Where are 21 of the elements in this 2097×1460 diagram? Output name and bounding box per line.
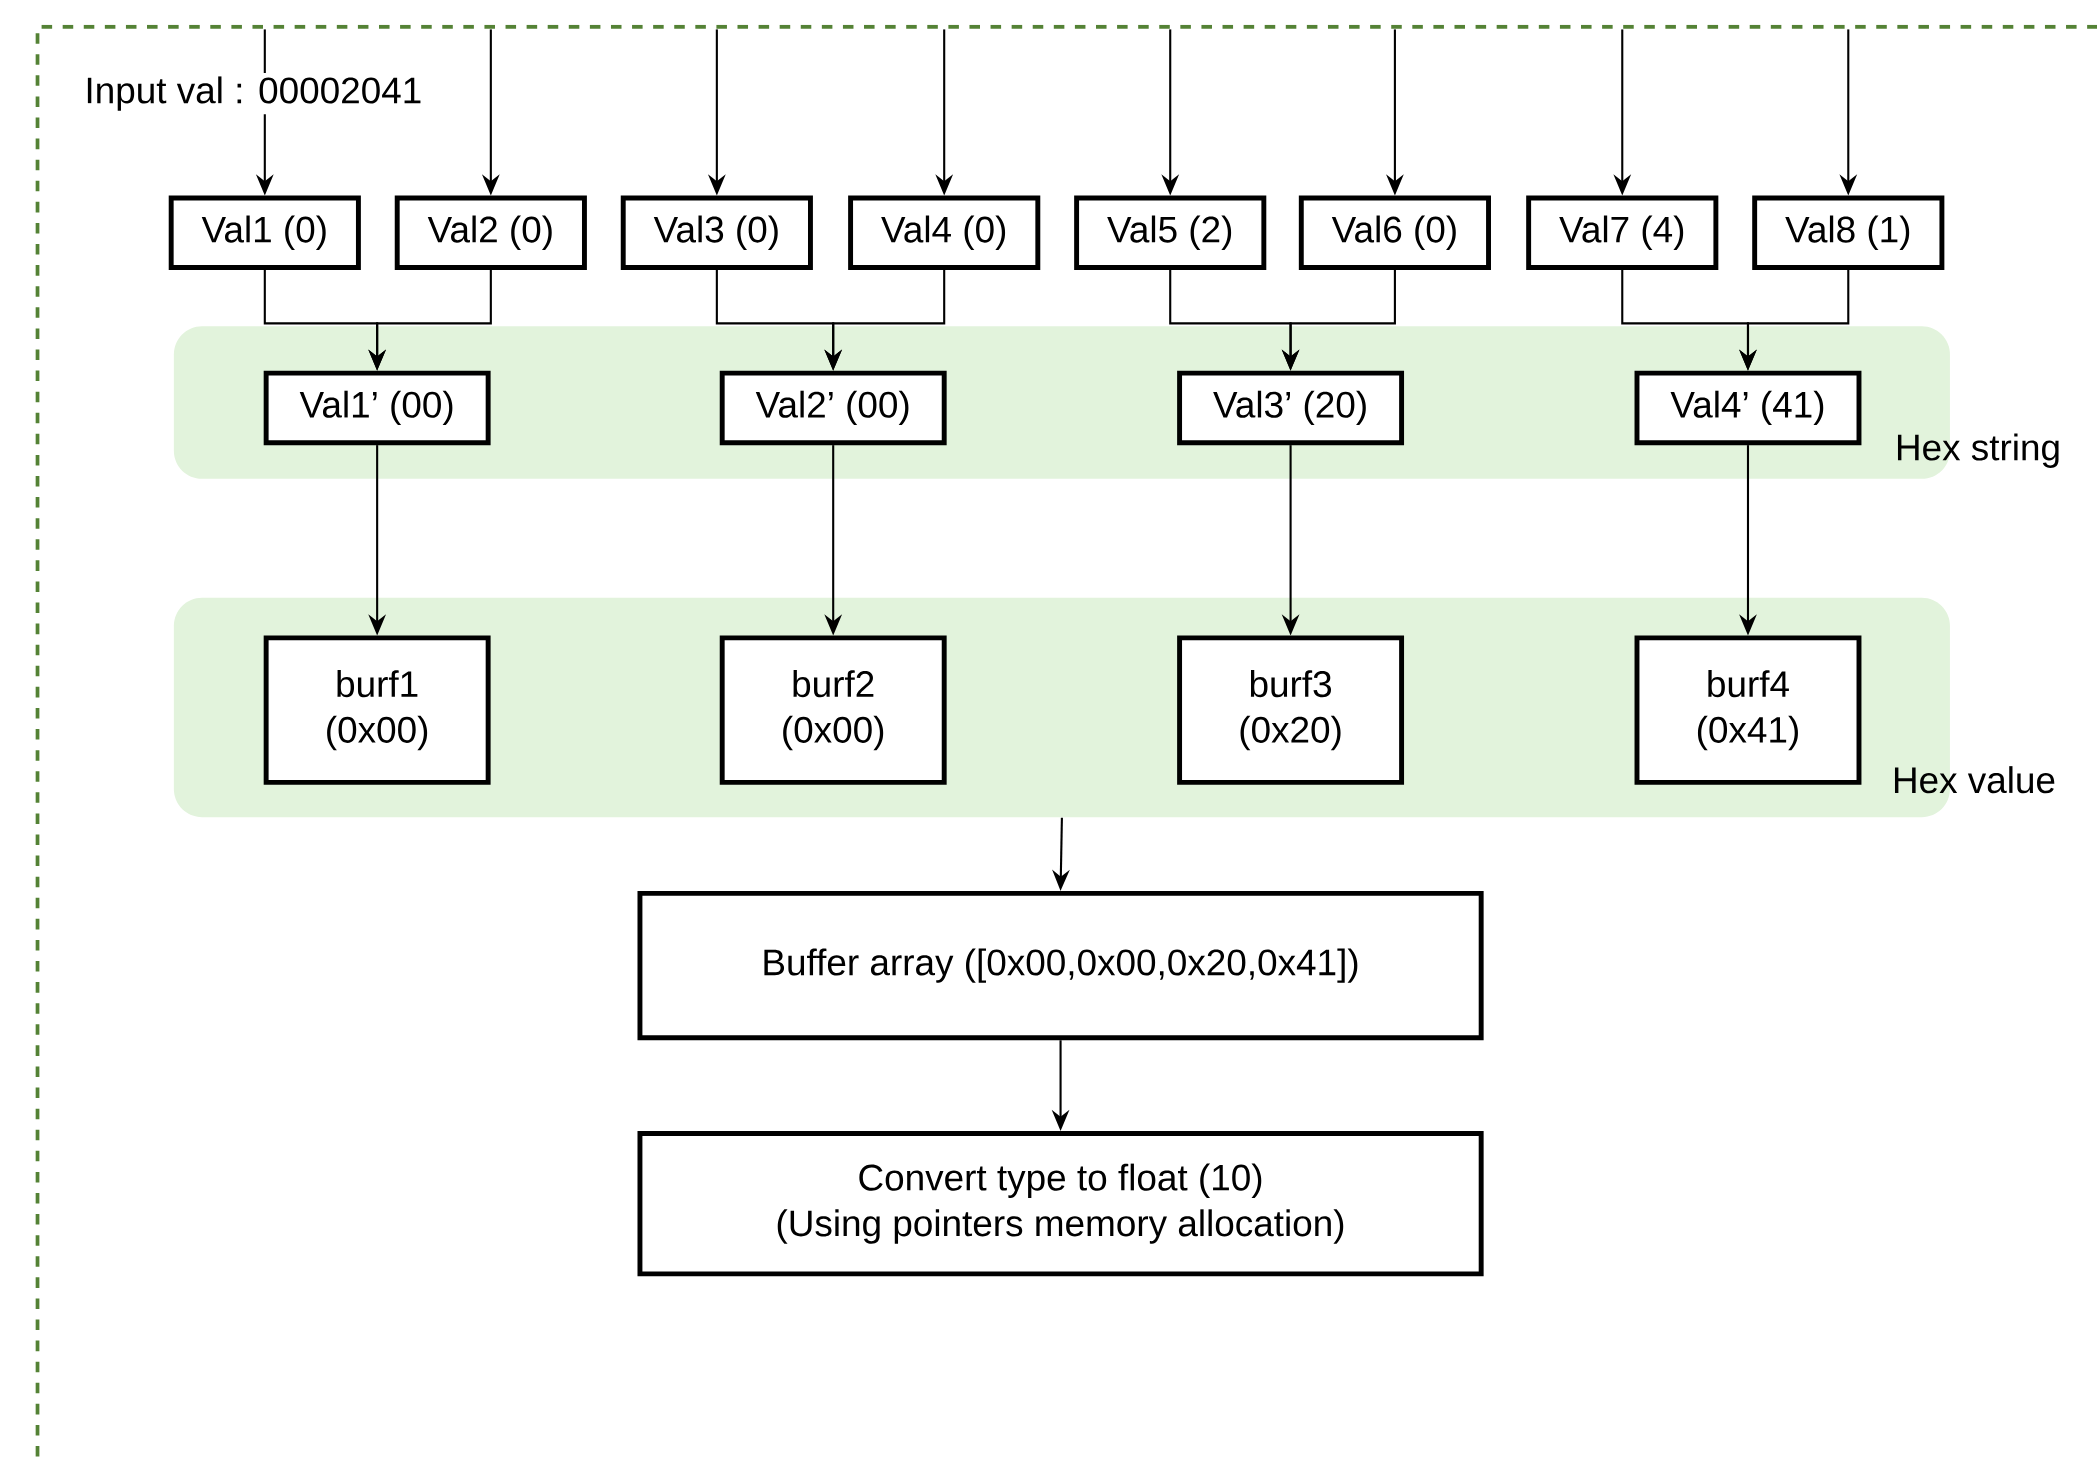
- process-box: Val4’ (41): [1634, 370, 1862, 445]
- process-box: Val1’ (00): [263, 370, 491, 445]
- process-box: Val4 (0): [848, 195, 1041, 270]
- input-label: Input val : 00002041: [80, 72, 426, 115]
- process-box: burf4 (0x41): [1634, 635, 1862, 785]
- band-label: Hex string: [1898, 433, 2059, 468]
- process-box: Val3’ (20): [1177, 370, 1405, 445]
- process-box: burf3 (0x20): [1177, 635, 1405, 785]
- process-box: burf2 (0x00): [719, 635, 947, 785]
- process-box: Val1 (0): [168, 195, 361, 270]
- process-box: Val7 (4): [1526, 195, 1719, 270]
- process-box: Val2’ (00): [719, 370, 947, 445]
- process-box: Val6 (0): [1298, 195, 1491, 270]
- process-box: Val3 (0): [620, 195, 813, 270]
- process-box: Val2 (0): [394, 195, 587, 270]
- process-box: Buffer array ([0x00,0x00,0x20,0x41]): [637, 890, 1484, 1041]
- process-box: Val5 (2): [1074, 195, 1267, 270]
- band-label: Hex value: [1895, 765, 2055, 794]
- process-box: Convert type to float (10) (Using pointers memory allocation): [637, 1130, 1484, 1277]
- process-box: Val8 (1): [1752, 195, 1945, 270]
- process-box: burf1 (0x00): [263, 635, 491, 785]
